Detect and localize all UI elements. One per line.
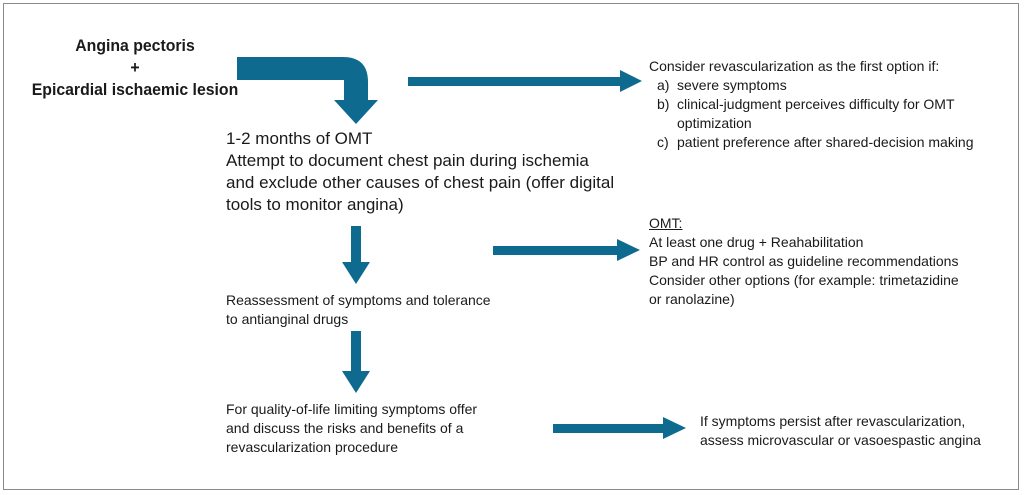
list-marker: a) xyxy=(657,77,670,93)
omt-definition-line: At least one drug + Reahabilitation xyxy=(649,234,864,250)
list-item: a) severe symptoms xyxy=(649,76,994,95)
list-item: c) patient preference after shared-decis… xyxy=(649,133,994,152)
omt-definition-box: OMT: At least one drug + Reahabilitation… xyxy=(649,214,999,309)
list-item: b) clinical-judgment perceives difficult… xyxy=(649,95,994,114)
persist-line: assess microvascular or vasoespastic ang… xyxy=(700,432,981,448)
omt-period-line: and exclude other causes of chest pain (… xyxy=(226,173,615,192)
omt-definition-line: Consider other options (for example: tri… xyxy=(649,272,959,288)
start-condition-box: Angina pectoris + Epicardial ischaemic l… xyxy=(28,35,242,101)
omt-definition-line: or ranolazine) xyxy=(649,291,735,307)
bent-arrow-start-to-omt xyxy=(237,57,378,124)
omt-definition-line: BP and HR control as guideline recommend… xyxy=(649,253,959,269)
qol-line: and discuss the risks and benefits of a xyxy=(226,420,464,436)
reassessment-line: to antianginal drugs xyxy=(226,311,349,327)
quality-of-life-box: For quality-of-life limiting symptoms of… xyxy=(226,400,536,457)
omt-period-box: 1-2 months of OMT Attempt to document ch… xyxy=(226,128,621,216)
start-line-angina: Angina pectoris xyxy=(75,36,195,55)
list-text: severe symptoms xyxy=(677,77,787,93)
omt-definition-heading: OMT: xyxy=(649,215,683,231)
omt-period-line: tools to monitor angina) xyxy=(226,195,404,214)
reassessment-line: Reassessment of symptoms and tolerance xyxy=(226,292,491,308)
figure-border xyxy=(3,3,1019,490)
persist-symptoms-box: If symptoms persist after revascularizat… xyxy=(700,412,1000,450)
list-text: patient preference after shared-decision… xyxy=(677,134,974,150)
arrow-omt-to-reassessment xyxy=(342,226,370,284)
list-text-continuation: optimization xyxy=(677,115,752,131)
start-line-plus: + xyxy=(130,58,140,77)
revascularization-intro: Consider revascularization as the first … xyxy=(649,58,940,74)
arrow-to-persist-box xyxy=(553,417,686,439)
reassessment-box: Reassessment of symptoms and tolerance t… xyxy=(226,291,526,329)
qol-line: For quality-of-life limiting symptoms of… xyxy=(226,401,478,417)
list-marker: b) xyxy=(657,96,670,112)
list-marker: c) xyxy=(657,134,669,150)
omt-period-line: Attempt to document chest pain during is… xyxy=(226,151,589,170)
omt-period-title: 1-2 months of OMT xyxy=(226,129,373,148)
start-line-lesion: Epicardial ischaemic lesion xyxy=(31,80,239,99)
qol-line: revascularization procedure xyxy=(226,439,398,455)
list-text: clinical-judgment perceives difficulty f… xyxy=(677,96,955,112)
arrow-reassessment-to-qol xyxy=(342,331,370,393)
arrow-to-omt-definition xyxy=(493,239,640,261)
revascularization-box: Consider revascularization as the first … xyxy=(649,57,994,152)
persist-line: If symptoms persist after revascularizat… xyxy=(700,413,966,429)
arrow-to-revascularization-box xyxy=(408,70,642,92)
